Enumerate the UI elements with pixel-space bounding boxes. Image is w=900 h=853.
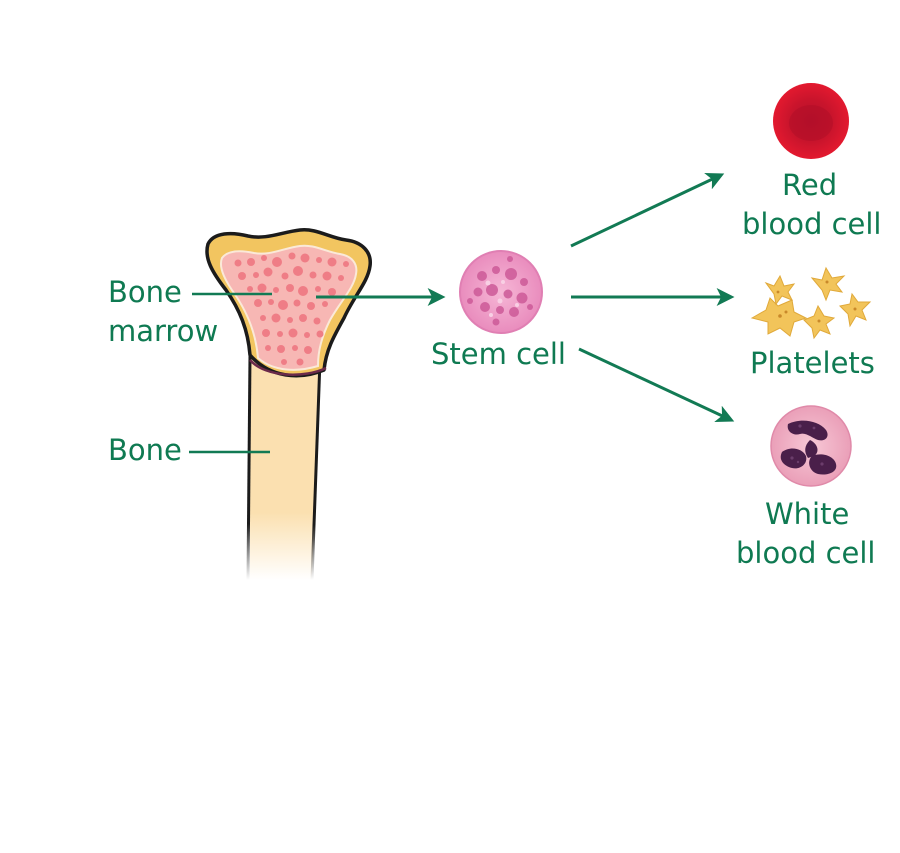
platelets-icon: [750, 266, 872, 340]
growth-plate-line: [249, 359, 327, 376]
red-blood-cell-label-line1: Red: [782, 168, 837, 202]
bone-marrow-label-line2: marrow: [108, 314, 218, 348]
platelets-granules: [776, 280, 857, 323]
stem-cell-icon: [459, 250, 543, 334]
bone-label: Bone: [108, 433, 270, 467]
red-blood-cell-label-line2: blood cell: [742, 207, 881, 241]
bone-shaft-left-edge: [246, 354, 252, 581]
white-blood-cell-label-line1: White: [765, 497, 849, 531]
arrow-to-white-blood-cell: [578, 347, 735, 423]
stem-cell-label: Stem cell: [431, 337, 566, 371]
bone-shaft: [250, 355, 320, 580]
white-blood-cell-icon: [770, 405, 852, 487]
arrow-to-red-blood-cell: [570, 173, 725, 248]
red-blood-cell-icon: [773, 83, 849, 159]
bone-marrow-label: Bone marrow: [108, 275, 272, 348]
bone-illustration: [205, 228, 372, 581]
bone-label-text: Bone: [108, 433, 182, 467]
marrow-spots: [234, 252, 349, 366]
bone-shaft-right-edge: [310, 359, 322, 581]
white-blood-cell-label-line2: blood cell: [736, 536, 875, 570]
bone-marrow-label-line1: Bone: [108, 275, 182, 309]
platelets-label: Platelets: [750, 346, 875, 380]
